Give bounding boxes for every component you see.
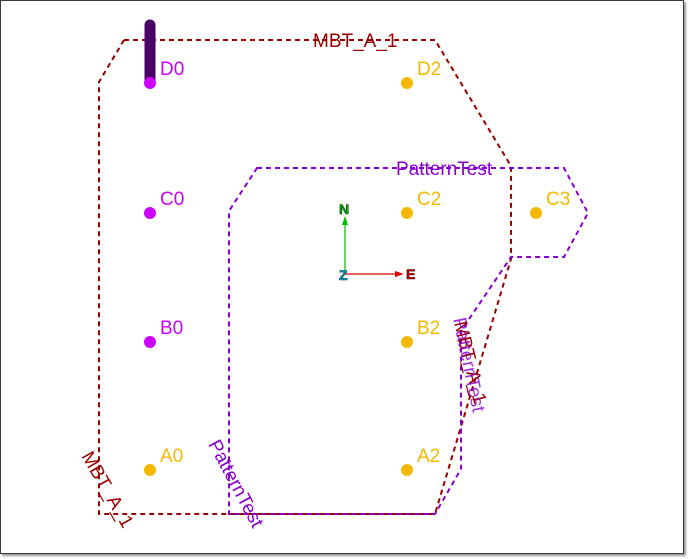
point-a0[interactable] — [144, 464, 156, 476]
point-c0[interactable] — [144, 207, 156, 219]
point-b2[interactable] — [401, 336, 413, 348]
pattern-bottom-label: PatternTest — [204, 436, 268, 531]
point-label-b0: B0 — [160, 318, 183, 339]
point-c3[interactable] — [530, 207, 542, 219]
point-d2[interactable] — [401, 77, 413, 89]
pattern-top-label: PatternTest — [396, 159, 493, 180]
point-label-b2: B2 — [417, 318, 440, 339]
mbt-top-label: MBT_A_1 — [313, 31, 397, 52]
point-label-a0: A0 — [160, 446, 183, 467]
point-c2[interactable] — [401, 207, 413, 219]
point-label-a2: A2 — [417, 446, 440, 467]
point-d0[interactable] — [144, 77, 156, 89]
point-label-d2: D2 — [417, 59, 441, 80]
north-arrowhead — [342, 216, 348, 225]
point-label-c2: C2 — [417, 189, 441, 210]
orientation-triad: N E Z — [339, 201, 416, 284]
point-label-c3: C3 — [546, 189, 570, 210]
east-axis-label: E — [406, 266, 415, 282]
pattern-test-boundary[interactable] — [228, 167, 590, 515]
point-b0[interactable] — [144, 336, 156, 348]
pattern-right-label: PatternTest — [448, 316, 489, 415]
mbt-left-label: MBT_A_1 — [77, 448, 137, 532]
east-arrowhead — [395, 271, 404, 277]
north-axis-label: N — [339, 201, 349, 217]
point-label-d0: D0 — [160, 59, 184, 80]
up-axis-label: Z — [339, 267, 348, 283]
mbt-a-1-boundary[interactable] — [98, 39, 512, 515]
point-a2[interactable] — [401, 464, 413, 476]
point-label-c0: C0 — [160, 189, 184, 210]
